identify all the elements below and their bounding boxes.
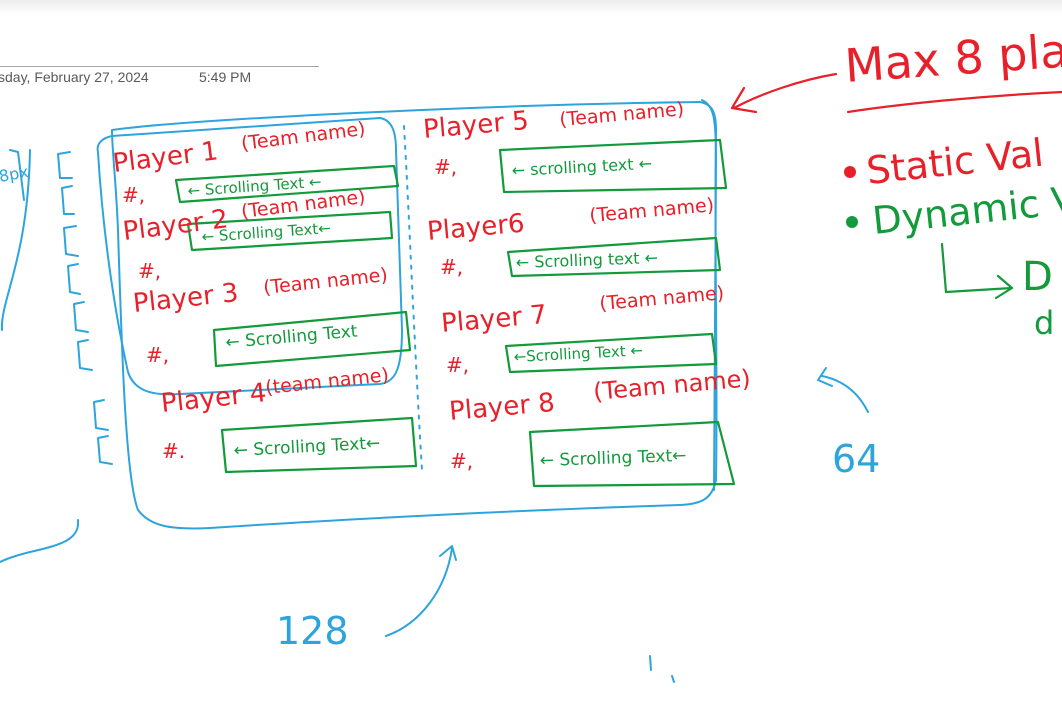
player-6-label: Player6 <box>426 209 526 247</box>
row-bracket <box>97 435 113 465</box>
max-underline <box>846 90 1062 114</box>
player-3-number: #, <box>146 343 169 367</box>
scroll-text-6: ← Scrolling text ← <box>515 248 658 272</box>
player-3-label: Player 3 <box>132 278 240 319</box>
player-8-label: Player 8 <box>448 388 556 427</box>
static-bullet <box>844 166 856 178</box>
row-bracket <box>77 339 93 371</box>
row-bracket <box>61 185 75 215</box>
scroll-text-8: ← Scrolling Text← <box>539 446 686 471</box>
player-3-team: (Team name) <box>262 264 389 299</box>
ribbon-shadow <box>0 0 1062 14</box>
row-bracket <box>93 399 109 431</box>
cut-text-d-lower: d <box>1034 304 1054 342</box>
player-4-number: #. <box>162 439 185 463</box>
player-1-number: #, <box>122 183 145 207</box>
arrow-64 <box>817 367 869 413</box>
page-date: sday, February 27, 2024 <box>0 69 149 85</box>
player-7-number: #, <box>446 353 469 377</box>
max-players-note: Max 8 pla <box>843 23 1062 92</box>
player-2-number: #, <box>138 259 161 283</box>
player-1-label: Player 1 <box>111 136 220 179</box>
scroll-box-2 <box>186 210 394 252</box>
display-outline <box>111 101 718 530</box>
scroll-box-8 <box>528 420 736 488</box>
dynamic-arrow <box>940 242 1014 300</box>
column-divider <box>403 125 423 471</box>
player-5-label: Player 5 <box>422 106 530 145</box>
scroll-box-3 <box>212 310 412 368</box>
left-group-outline <box>96 117 403 396</box>
cut-text-d-upper: D <box>1022 254 1053 300</box>
scroll-box-7 <box>504 332 718 374</box>
scroll-text-4: ← Scrolling Text← <box>233 433 380 461</box>
title-underline <box>0 66 319 67</box>
height-bracket-bottom <box>0 519 80 563</box>
ink-mark <box>649 655 652 671</box>
player-8-number: #, <box>450 449 473 473</box>
player-5-number: #, <box>434 155 457 179</box>
row-bracket <box>67 263 81 295</box>
width-128-label: 128 <box>276 609 349 653</box>
row-bracket <box>57 151 73 179</box>
scroll-box-5 <box>498 138 728 194</box>
player-5-team: (Team name) <box>559 98 685 131</box>
player-8-team: (Team name) <box>592 364 752 406</box>
arrow-128 <box>385 545 457 637</box>
height-bracket <box>0 149 31 331</box>
player-6-number: #, <box>440 255 463 279</box>
page-time: 5:49 PM <box>199 69 252 85</box>
scroll-box-1 <box>174 164 400 204</box>
height-64-label: 64 <box>832 437 880 481</box>
row-bracket <box>63 225 79 257</box>
right-frame-edge <box>701 99 717 491</box>
scroll-text-5: ← scrolling text ← <box>511 154 652 180</box>
player-7-label: Player 7 <box>440 300 548 339</box>
scroll-box-6 <box>506 236 722 278</box>
dynamic-bullet <box>846 216 858 228</box>
row-bracket <box>73 301 89 333</box>
player-7-team: (Team name) <box>599 282 725 315</box>
row-height-label: 8px <box>0 162 30 186</box>
scroll-box-4 <box>220 416 418 474</box>
ink-mark <box>671 675 675 683</box>
player-4-team: (team name) <box>264 364 390 399</box>
player-4-label: Player 4 <box>160 378 268 419</box>
player-6-team: (Team name) <box>589 194 715 227</box>
max-arrow <box>730 72 838 114</box>
